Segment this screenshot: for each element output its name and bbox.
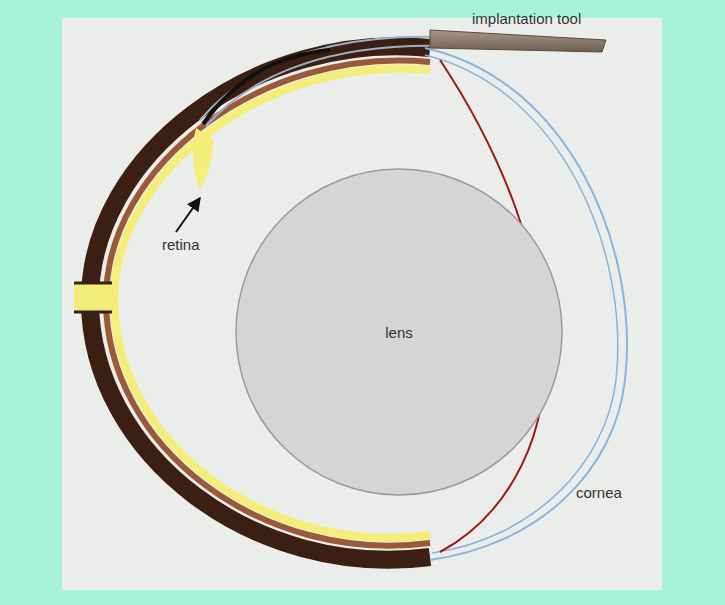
part-label: retina: [162, 236, 200, 253]
optic-nerve: [74, 283, 116, 312]
implant: [203, 50, 330, 124]
optic-nerve-outline: [74, 283, 112, 312]
part-label: implantation tool: [472, 10, 581, 27]
retina-bulge: [193, 128, 214, 190]
part-label: cornea: [576, 484, 622, 501]
part-label: lens: [226, 324, 572, 341]
lens-circle: lens: [226, 167, 572, 497]
tool-sheath: [206, 46, 445, 126]
leader-arrow: [176, 198, 200, 232]
implantation-tool: [430, 30, 606, 52]
panel: [62, 18, 662, 590]
